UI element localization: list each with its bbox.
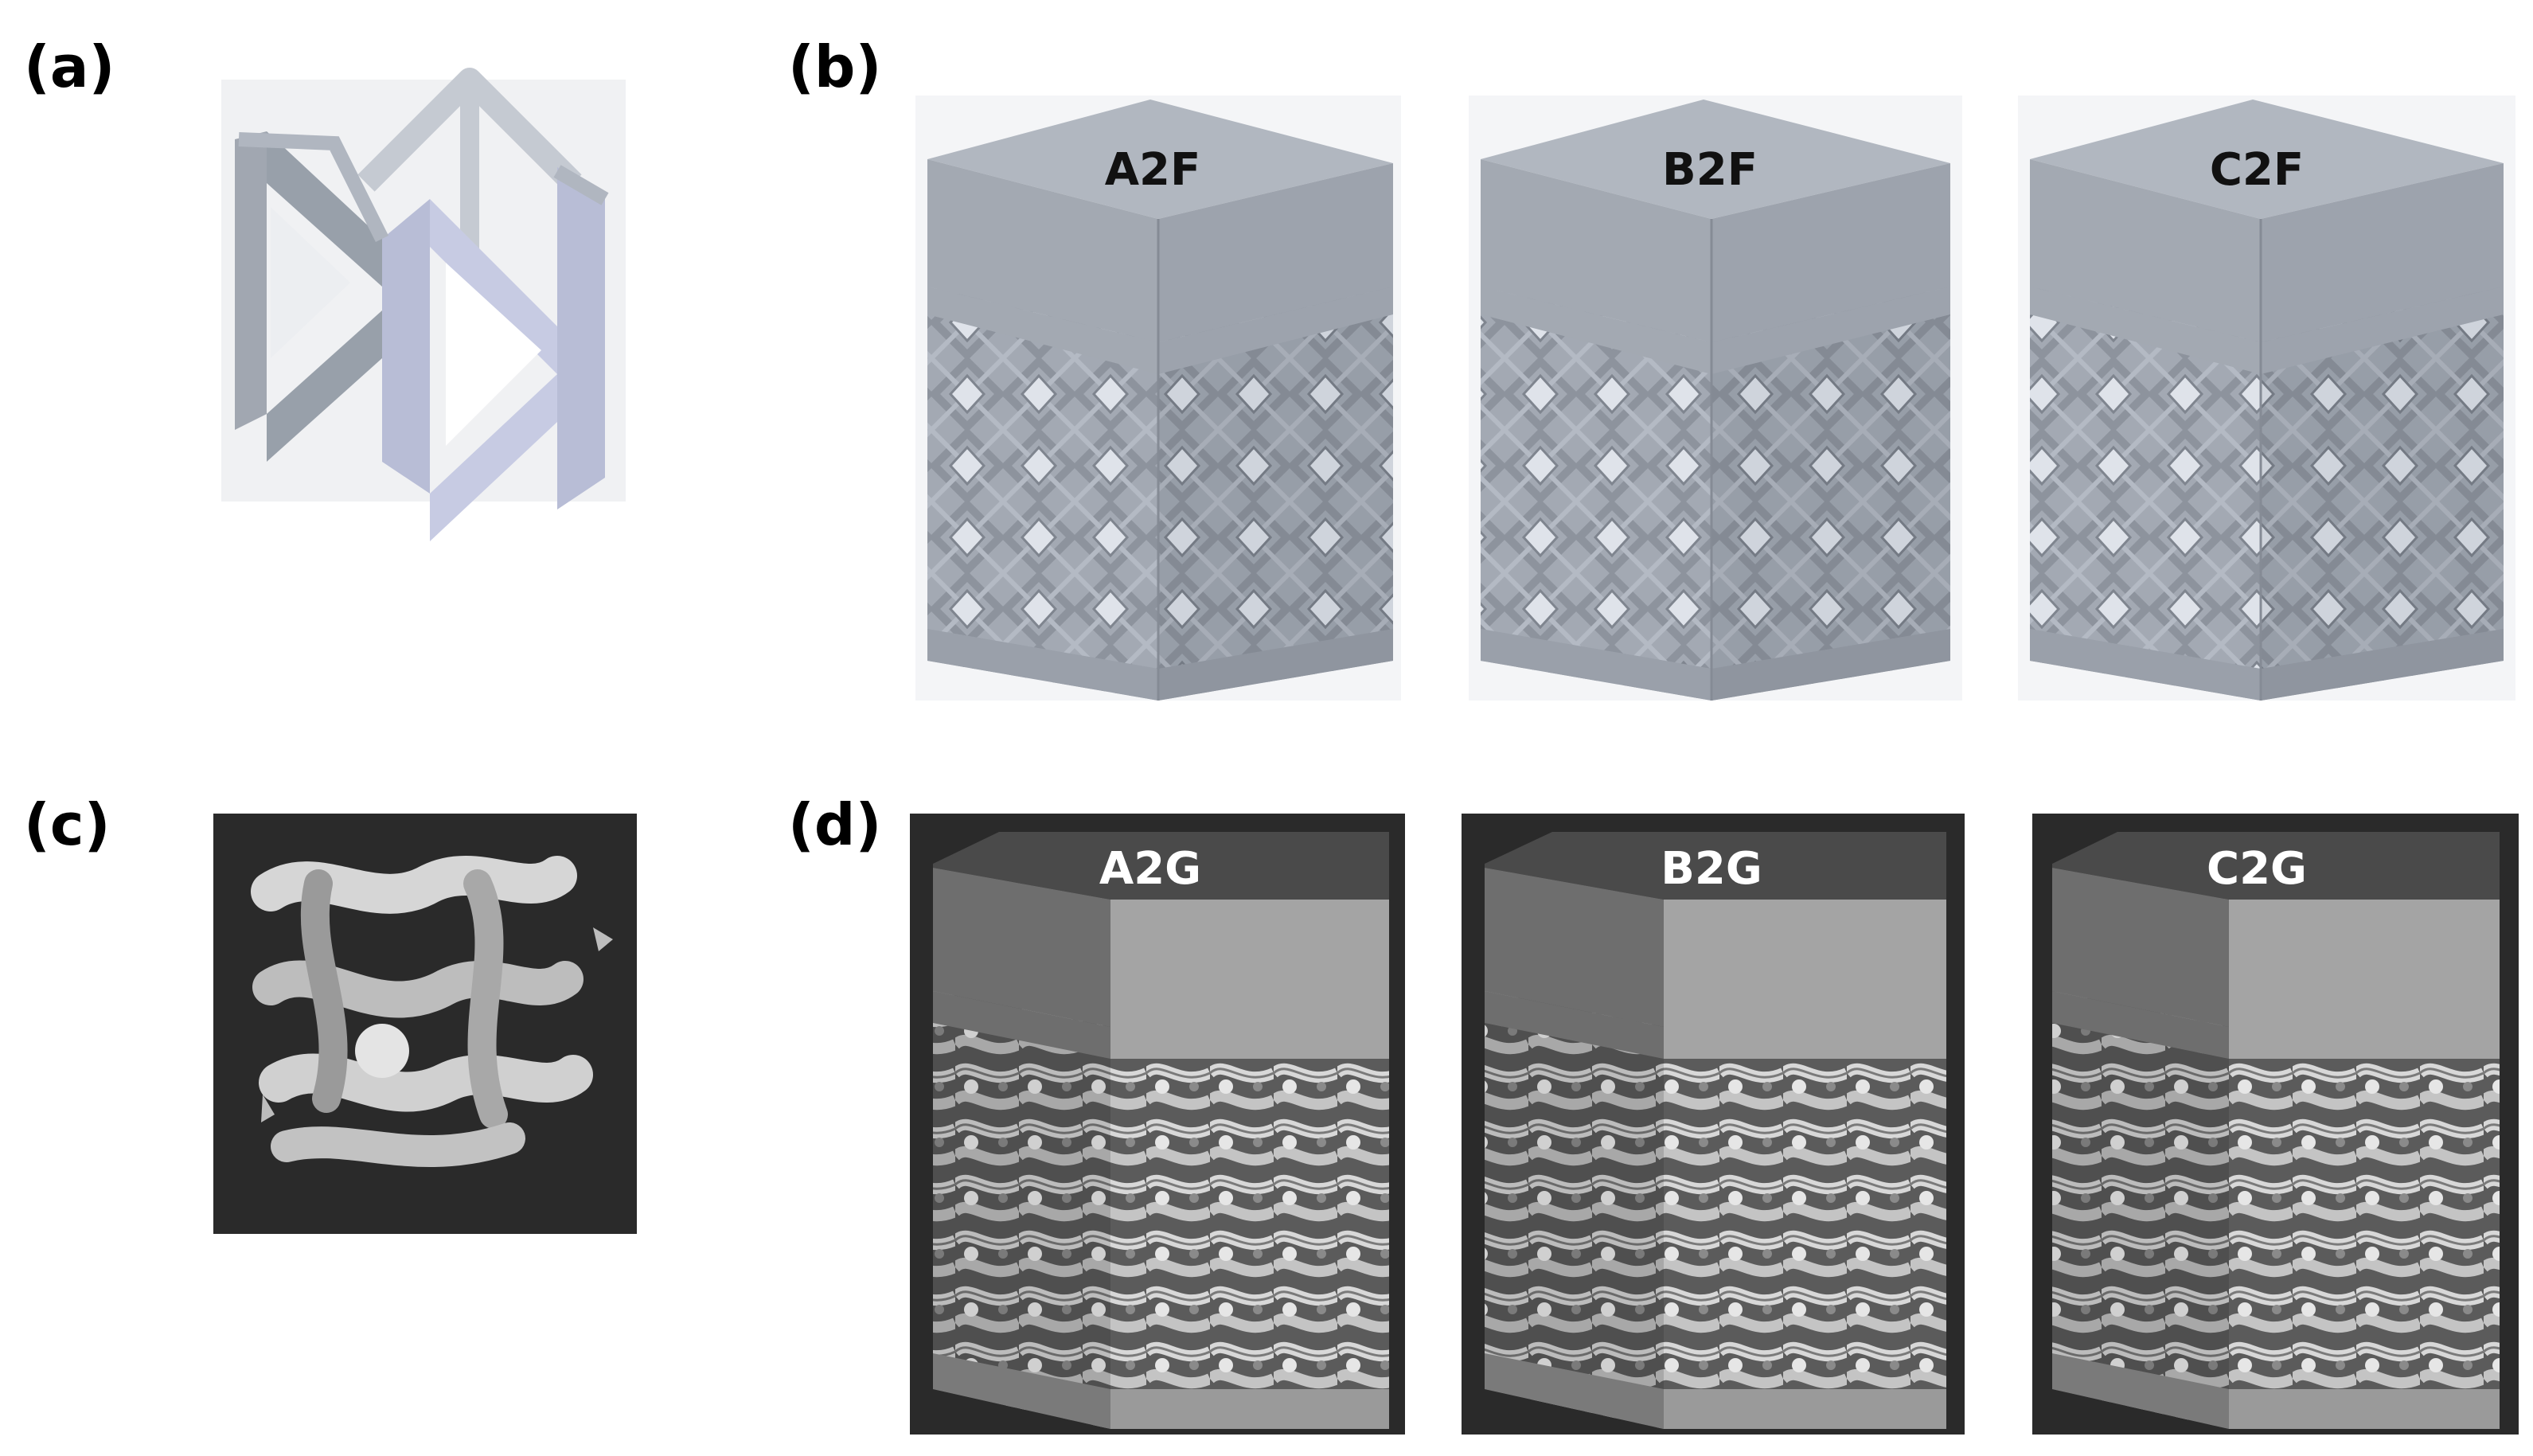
gyroid-specimen-c2g: C2G [2032, 814, 2519, 1435]
sample-label-a2f: A2F [1105, 144, 1201, 196]
sample-label-b2g: B2G [1661, 843, 1762, 895]
sample-label-a2g: A2G [1099, 843, 1201, 895]
sample-label-c2g: C2G [2207, 843, 2307, 895]
fcc-unit-cell [221, 68, 626, 541]
fcc-specimen-c2f: C2F [2018, 96, 2515, 701]
gyroid-specimen-a2g: A2G [910, 814, 1405, 1435]
gyroid-unit-cell [213, 814, 637, 1234]
fcc-specimen-b2f: B2F [1469, 96, 1962, 701]
panel-label-b: (b) [788, 33, 882, 100]
fcc-specimen-a2f: A2F [915, 96, 1401, 701]
panel-label-a: (a) [24, 33, 115, 100]
sample-label-c2f: C2F [2210, 144, 2304, 196]
gyroid-specimen-b2g: B2G [1462, 814, 1965, 1435]
panel-label-d: (d) [788, 791, 882, 858]
panel-label-c: (c) [24, 791, 111, 858]
sample-label-b2f: B2F [1662, 144, 1758, 196]
